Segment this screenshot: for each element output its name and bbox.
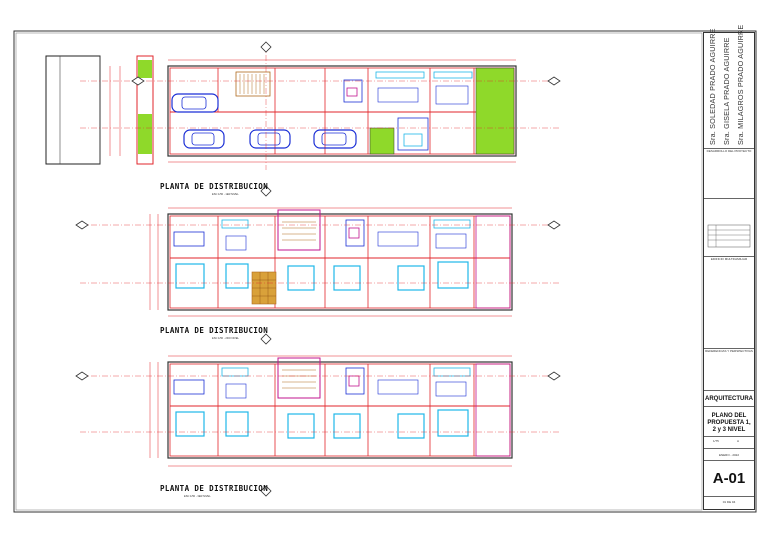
garden-strip-1 xyxy=(138,60,152,78)
sheet-code: A-01 xyxy=(704,461,754,497)
section-marker-icon xyxy=(260,41,272,53)
sidewalk xyxy=(45,55,101,165)
plan-2-subtitle: ESC 1/50 - 2DO NIVEL xyxy=(212,337,239,340)
scale-code: A xyxy=(737,439,740,443)
plan-2-title: PLANTA DE DISTRIBUCION xyxy=(160,326,269,335)
sheet-title: PLANO DEL PROPUESTA 1, 2 y 3 NIVEL xyxy=(704,407,754,437)
car-4 xyxy=(313,129,357,149)
stair-1 xyxy=(235,71,271,97)
building-outline xyxy=(167,65,517,157)
plan-3-title: PLANTA DE DISTRIBUCION xyxy=(160,484,269,493)
owner-2: Sra. GISELA PRADO AGUIRRE xyxy=(722,37,731,145)
owner-3: Sra. MILAGROS PRADO AGUIRRE xyxy=(736,24,745,145)
title-block: Sra. SOLEDAD PRADO AGUIRRE Sra. GISELA P… xyxy=(703,24,755,510)
plan-2-floor-2 xyxy=(80,207,560,317)
plan-3-floor-3 xyxy=(80,355,560,467)
plan-1-subtitle: ESC 1/50 - 1ER NIVEL xyxy=(212,193,239,196)
building-note: EDIFICIO MULTIFAMILIAR xyxy=(704,257,754,349)
project-note: DESARROLLO DEL PROYECTO xyxy=(704,149,754,199)
section-markers xyxy=(75,41,561,497)
scale-label: 1/75 xyxy=(713,439,719,443)
sheet-number: 01 DE 04 xyxy=(722,500,736,504)
car-3 xyxy=(249,129,291,149)
scale-row: 1/75 A xyxy=(704,437,754,449)
reference-note: REFERENCIAS Y PERSPECTIVAS xyxy=(704,349,754,391)
revisions-table xyxy=(704,199,754,257)
owners-cell: Sra. SOLEDAD PRADO AGUIRRE Sra. GISELA P… xyxy=(704,24,754,149)
rear-garden xyxy=(475,67,515,155)
discipline-label: ARQUITECTURA xyxy=(704,391,754,407)
owner-1: Sra. SOLEDAD PRADO AGUIRRE xyxy=(708,28,717,145)
car-1 xyxy=(171,93,219,113)
garden-strip-2 xyxy=(138,114,152,154)
plan-1-floor-1 xyxy=(45,44,560,170)
car-2 xyxy=(183,129,225,149)
plan-3-subtitle: ESC 1/50 - 3ER NIVEL xyxy=(184,495,211,498)
plan-1-title: PLANTA DE DISTRIBUCION xyxy=(160,182,269,191)
outer-border xyxy=(13,30,757,513)
inner-border xyxy=(15,32,703,511)
date-label: ENERO - 2022 xyxy=(704,449,754,461)
